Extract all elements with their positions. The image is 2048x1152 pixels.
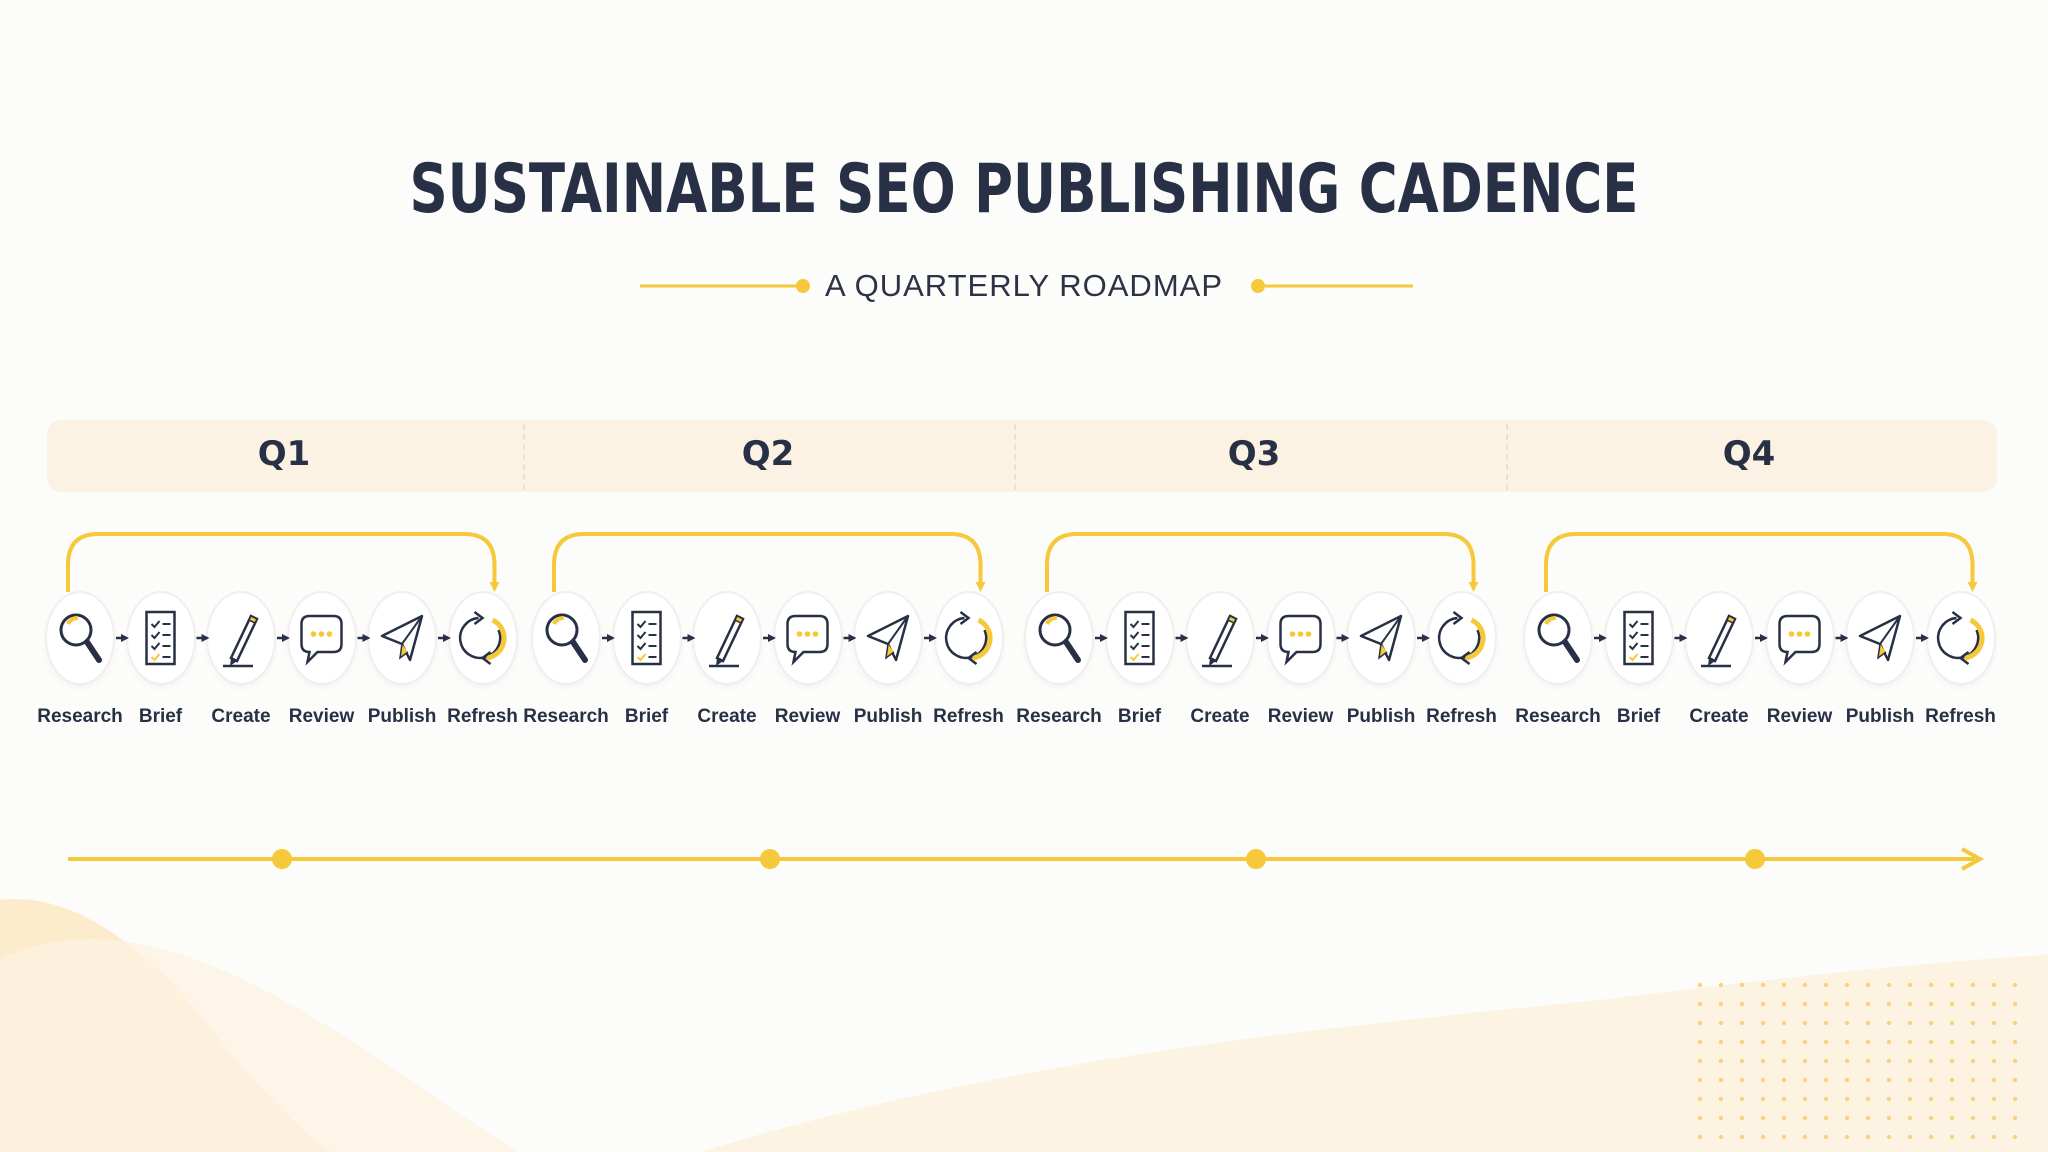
step-label: Review xyxy=(1267,706,1334,727)
quarter-divider xyxy=(1506,424,1508,490)
step-label: Publish xyxy=(853,706,923,727)
quarter-label-q2: Q2 xyxy=(741,434,795,474)
bottom-left-wave-light xyxy=(0,939,520,1152)
checklist-icon xyxy=(1124,610,1155,666)
timeline-marker-q3 xyxy=(1246,849,1266,869)
step-label: Review xyxy=(288,706,355,727)
step-label: Publish xyxy=(1845,706,1915,727)
paper-plane-icon xyxy=(1858,614,1902,662)
timeline-marker-q1 xyxy=(272,849,292,869)
step-label: Brief xyxy=(138,706,183,727)
paper-plane-icon xyxy=(380,614,424,662)
step-node-q1-0 xyxy=(47,593,113,683)
step-node-q2-0 xyxy=(533,593,599,683)
cycle-arrow-q1 xyxy=(66,532,500,592)
step-label: Create xyxy=(1689,706,1749,727)
step-label: Publish xyxy=(1346,706,1416,727)
step-label: Review xyxy=(1766,706,1833,727)
magnifier-icon xyxy=(1038,613,1081,663)
quarter-label-q3: Q3 xyxy=(1227,434,1281,474)
step-label: Create xyxy=(1190,706,1250,727)
subtitle-decoration xyxy=(640,279,1413,293)
chat-bubble-icon xyxy=(300,614,343,666)
magnifier-icon xyxy=(1537,613,1580,663)
step-label: Research xyxy=(1016,706,1102,727)
quarter-divider xyxy=(1014,424,1016,490)
step-icons xyxy=(59,610,1985,668)
step-label: Brief xyxy=(1117,706,1162,727)
quarter-band xyxy=(47,420,1997,492)
quarter-label-q1: Q1 xyxy=(257,434,311,474)
step-node-q4-0 xyxy=(1525,593,1591,683)
cycle-arrow-q3 xyxy=(1045,532,1479,592)
pencil-icon xyxy=(223,614,259,668)
paper-plane-icon xyxy=(1359,614,1403,662)
pencil-icon xyxy=(709,614,745,668)
checklist-icon xyxy=(145,610,176,666)
chat-bubble-icon xyxy=(1778,614,1821,666)
refresh-icon xyxy=(458,611,507,665)
step-label: Brief xyxy=(1616,706,1661,727)
magnifier-icon xyxy=(59,613,102,663)
page-subtitle: A QUARTERLY ROADMAP xyxy=(825,268,1223,303)
checklist-icon xyxy=(1623,610,1654,666)
pencil-icon xyxy=(1202,614,1238,668)
timeline xyxy=(68,847,1985,871)
step-label: Refresh xyxy=(933,706,1004,727)
step-label: Create xyxy=(697,706,757,727)
magnifier-icon xyxy=(545,613,588,663)
step-label: Refresh xyxy=(1426,706,1497,727)
step-label: Create xyxy=(211,706,271,727)
step-label: Review xyxy=(774,706,841,727)
refresh-icon xyxy=(1936,611,1985,665)
step-label: Research xyxy=(523,706,609,727)
checklist-icon xyxy=(631,610,662,666)
quarter-divider xyxy=(523,424,525,490)
bottom-wave xyxy=(700,955,2048,1152)
cycle-arrow-q4 xyxy=(1544,532,1978,592)
cycle-arrow-q2 xyxy=(552,532,986,592)
page-title: SUSTAINABLE SEO PUBLISHING CADENCE xyxy=(409,150,1639,229)
timeline-arrowhead xyxy=(1961,847,1985,871)
timeline-marker-q2 xyxy=(760,849,780,869)
quarter-label-q4: Q4 xyxy=(1722,434,1776,474)
quarter-cycle-arrows xyxy=(66,532,1978,592)
step-label: Refresh xyxy=(447,706,518,727)
step-label: Brief xyxy=(624,706,669,727)
timeline-marker-q4 xyxy=(1745,849,1765,869)
step-label: Publish xyxy=(367,706,437,727)
step-label: Research xyxy=(37,706,123,727)
chat-bubble-icon xyxy=(1279,614,1322,666)
pencil-icon xyxy=(1701,614,1737,668)
chat-bubble-icon xyxy=(786,614,829,666)
step-node-q3-0 xyxy=(1026,593,1092,683)
step-label: Research xyxy=(1515,706,1601,727)
step-label: Refresh xyxy=(1925,706,1996,727)
dot-pattern xyxy=(1697,982,2018,1140)
refresh-icon xyxy=(944,611,993,665)
paper-plane-icon xyxy=(866,614,910,662)
refresh-icon xyxy=(1437,611,1486,665)
